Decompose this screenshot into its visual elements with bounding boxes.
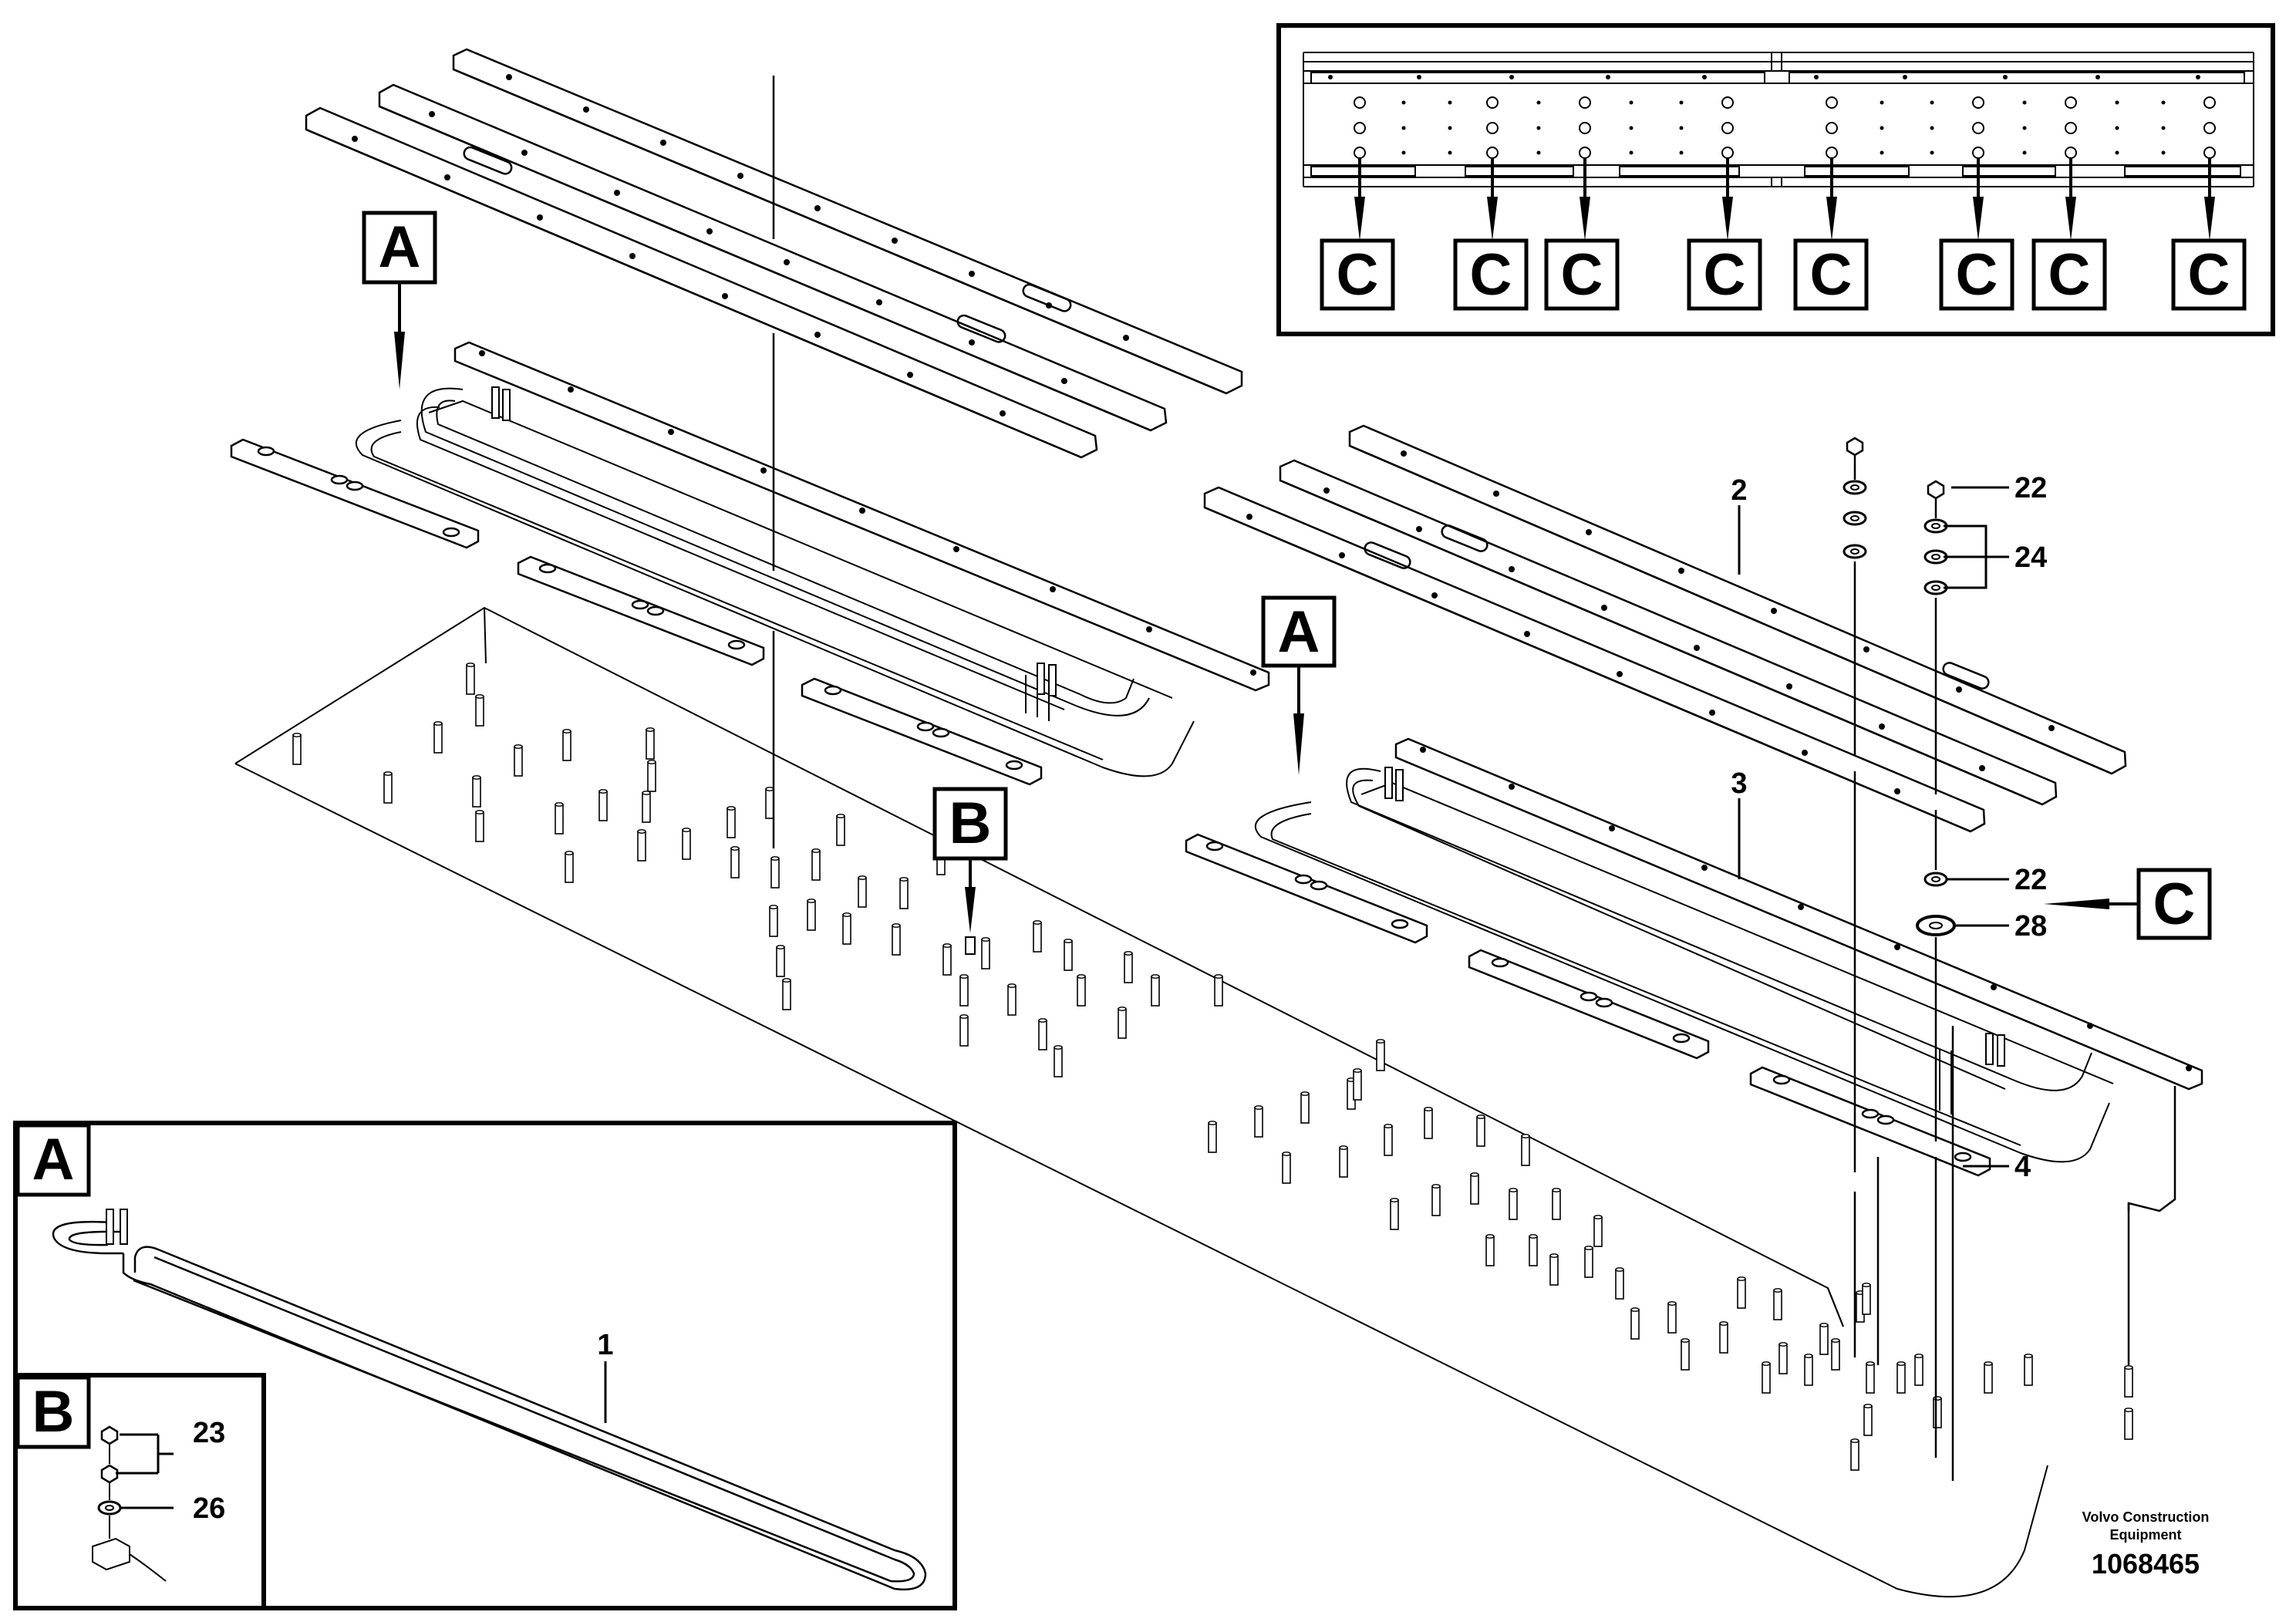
callout-a-right: A [1261, 595, 1337, 775]
callout-b-main: B [932, 787, 1008, 955]
right-vertical-guides [1876, 1026, 2176, 1481]
callout-a-left: A [362, 211, 437, 389]
callout-a-right-label: A [1278, 599, 1320, 665]
part-number-3: 3 [1731, 767, 1747, 800]
part-number-1: 1 [597, 1329, 613, 1361]
part-number-2: 2 [1731, 474, 1747, 507]
part-number-24: 24 [2014, 541, 2047, 574]
inset-c-view [1276, 23, 2275, 336]
part-number-23: 23 [193, 1417, 225, 1449]
right-strip [1394, 737, 2203, 1091]
inset-c-callouts: C C C C C C C C [1320, 158, 2247, 311]
fastener-stack-right [1916, 480, 1956, 1458]
left-element-terminals [491, 386, 1057, 696]
company-name-line2: Equipment [2110, 1527, 2182, 1543]
inset-b-label: B [32, 1379, 75, 1445]
tray-plate [234, 606, 2048, 1598]
right-rail-slots [1364, 524, 1990, 690]
right-rail-set [1203, 424, 2127, 833]
part-number-28: 28 [2014, 910, 2047, 943]
part-number-4: 4 [2014, 1151, 2031, 1183]
left-strip-holes [479, 350, 1256, 676]
callout-c-5: C [1810, 242, 1853, 308]
callout-b-main-label: B [949, 791, 992, 856]
right-element-terminals [1384, 767, 2005, 1067]
left-brackets [230, 438, 1043, 786]
part-number-22-bottom: 22 [2014, 864, 2047, 896]
right-rail-holes [1246, 450, 2055, 794]
callout-c-6: C [1956, 242, 1998, 308]
callout-c-3: C [1561, 242, 1603, 308]
part-leaders [1738, 486, 2009, 1168]
right-bracket-holes [1205, 841, 1972, 1162]
drawing-number: 1068465 [2092, 1548, 2200, 1580]
inset-a-heating-element [52, 1220, 927, 1591]
company-name-line1: Volvo Construction [2082, 1509, 2210, 1525]
left-heating-element [355, 387, 1195, 777]
part-number-22-top: 22 [2014, 472, 2047, 504]
left-bracket-holes [257, 446, 1023, 771]
callout-c-main: C [2044, 868, 2212, 940]
footer: Volvo Construction Equipment 1068465 [2082, 1509, 2210, 1580]
left-rail-slots [463, 146, 1072, 343]
callout-c-7: C [2048, 242, 2091, 308]
right-brackets [1185, 833, 1991, 1177]
fastener-stack-left [1843, 437, 1867, 1357]
callout-c-1: C [1337, 242, 1379, 308]
left-rail-holes [352, 74, 1129, 416]
inset-b-view: B 23 26 [13, 1373, 266, 1610]
callout-c-2: C [1470, 242, 1512, 308]
callout-c-main-label: C [2153, 872, 2196, 937]
right-strip-holes [1420, 747, 2192, 1071]
inset-a-label: A [32, 1127, 75, 1192]
part-number-26: 26 [193, 1492, 225, 1525]
callout-c-4: C [1704, 242, 1746, 308]
left-strip [453, 341, 1270, 692]
callout-a-left-label: A [379, 214, 421, 280]
right-heating-element [1254, 767, 2114, 1163]
callout-c-8: C [2188, 242, 2230, 308]
